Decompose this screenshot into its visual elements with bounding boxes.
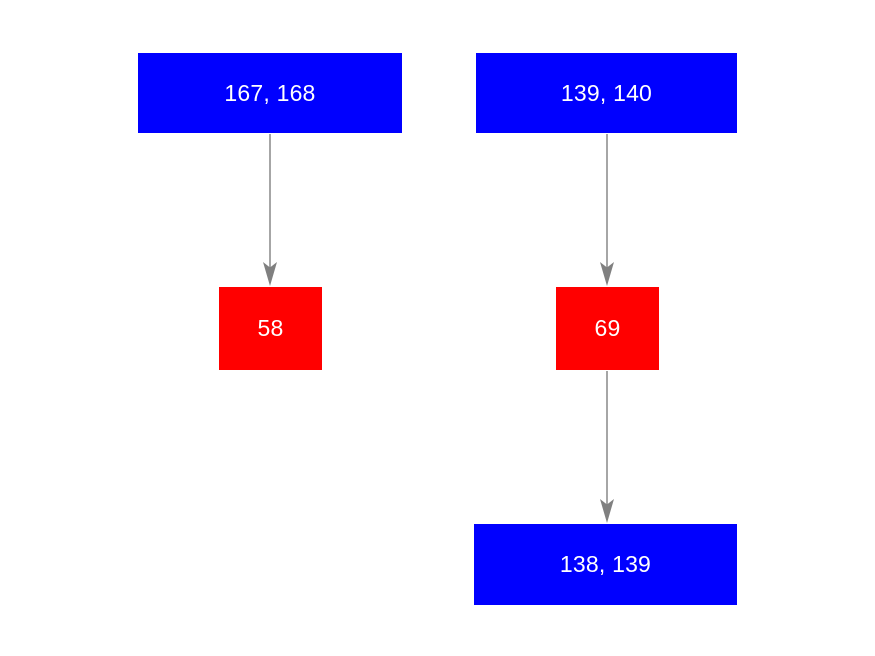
node-69[interactable]: 69 (556, 287, 659, 370)
node-138-139[interactable]: 138, 139 (474, 524, 737, 605)
node-label: 58 (257, 315, 284, 341)
edge-arrowhead-icon (263, 262, 277, 286)
node-label: 69 (594, 315, 621, 341)
node-label: 167, 168 (224, 79, 316, 106)
edge-arrowhead-icon (600, 262, 614, 286)
edge-69-to-138139[interactable] (600, 371, 614, 523)
edge-139140-to-69[interactable] (600, 134, 614, 286)
edge-arrowhead-icon (600, 499, 614, 523)
node-167-168[interactable]: 167, 168 (138, 53, 402, 133)
node-label: 138, 139 (559, 551, 652, 577)
node-label: 139, 140 (560, 79, 653, 106)
node-139-140[interactable]: 139, 140 (476, 53, 737, 133)
edge-167168-to-58[interactable] (263, 134, 277, 286)
node-58[interactable]: 58 (219, 287, 322, 370)
